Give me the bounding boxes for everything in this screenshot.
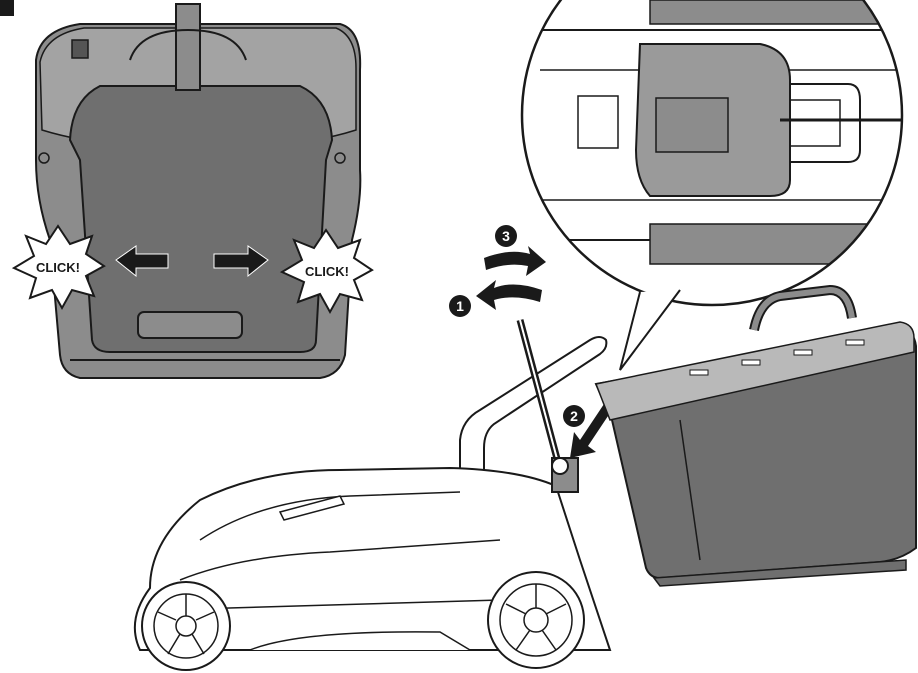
- step-2-label: 2: [570, 408, 578, 424]
- click-burst-right: CLICK!: [279, 228, 374, 315]
- zoom-detail-circle: [520, 0, 904, 371]
- arrow-step-3-icon: [484, 246, 546, 276]
- lawn-mower: [133, 319, 612, 671]
- step-3-marker: 3: [495, 225, 517, 247]
- click-burst-left: CLICK!: [11, 224, 106, 311]
- step-3-label: 3: [502, 228, 510, 244]
- grass-box-side-view: [594, 284, 917, 587]
- rear-wheel: [487, 571, 585, 669]
- click-label-right: CLICK!: [305, 264, 349, 279]
- step-2-marker: 2: [563, 405, 585, 427]
- step-1-label: 1: [456, 298, 464, 314]
- step-1-marker: 1: [449, 295, 471, 317]
- arrow-step-2-icon: [570, 404, 612, 458]
- arrow-step-1-icon: [476, 280, 542, 310]
- corner-tab: [0, 0, 14, 16]
- arrow-right-icon: [213, 245, 269, 278]
- click-label-left: CLICK!: [36, 260, 80, 275]
- grass-box-rear-view: [35, 3, 362, 379]
- front-wheel: [141, 581, 231, 671]
- arrow-left-icon: [115, 245, 169, 278]
